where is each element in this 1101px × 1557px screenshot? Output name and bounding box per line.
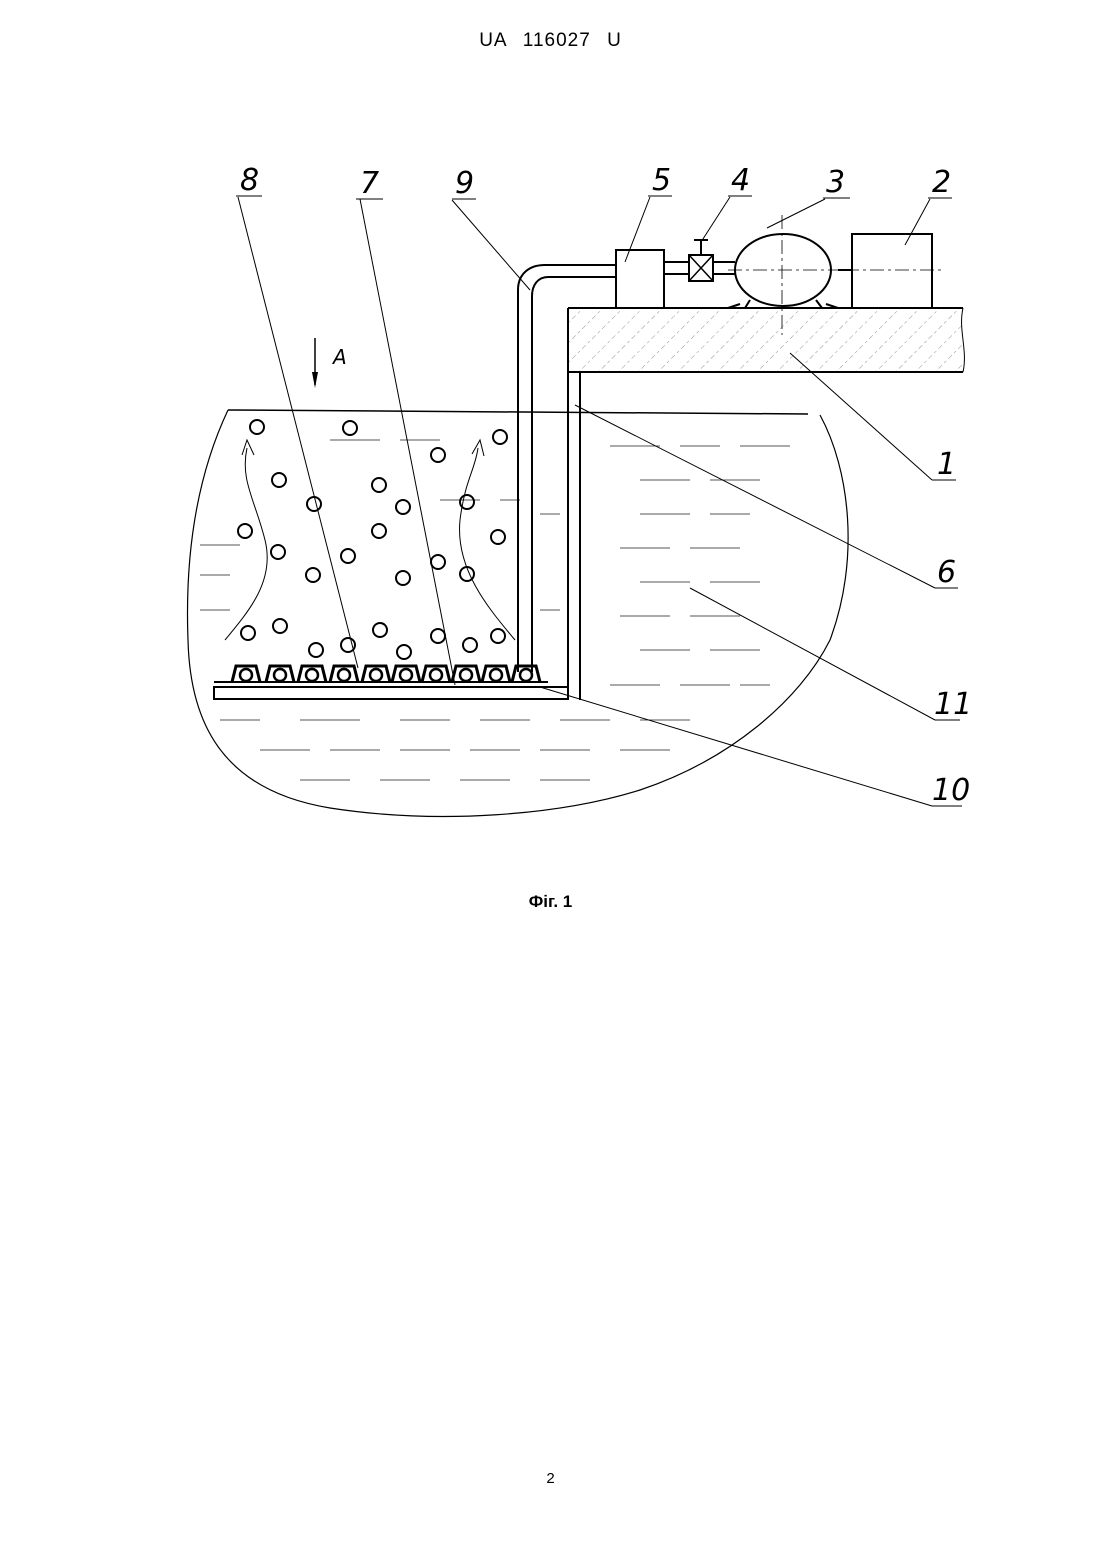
label-7: 7 [360, 166, 379, 201]
label-6: 6 [937, 555, 956, 590]
flow-arrows [225, 440, 515, 640]
platform-base [568, 308, 963, 372]
water-hatching [200, 440, 790, 780]
label-5: 5 [652, 163, 671, 198]
figure-caption: Фіг. 1 [0, 892, 1101, 912]
label-11: 11 [934, 687, 972, 722]
view-a-label: A [331, 345, 347, 369]
view-a-arrow [312, 338, 318, 388]
label-4: 4 [731, 163, 750, 198]
label-10: 10 [932, 773, 970, 808]
receiver-box [616, 250, 664, 308]
motor-box [852, 234, 932, 308]
label-9: 9 [455, 166, 474, 201]
label-3: 3 [826, 165, 845, 200]
aerator-tubes [232, 666, 540, 682]
label-8: 8 [240, 163, 259, 198]
page-number: 2 [0, 1470, 1101, 1487]
label-2: 2 [932, 165, 951, 200]
part-labels: 8 7 9 5 4 3 2 1 6 11 10 [240, 163, 972, 808]
label-1: 1 [937, 447, 956, 482]
air-bubbles [238, 420, 507, 659]
leader-lines [236, 196, 962, 806]
aerator-base-plate [214, 687, 568, 699]
